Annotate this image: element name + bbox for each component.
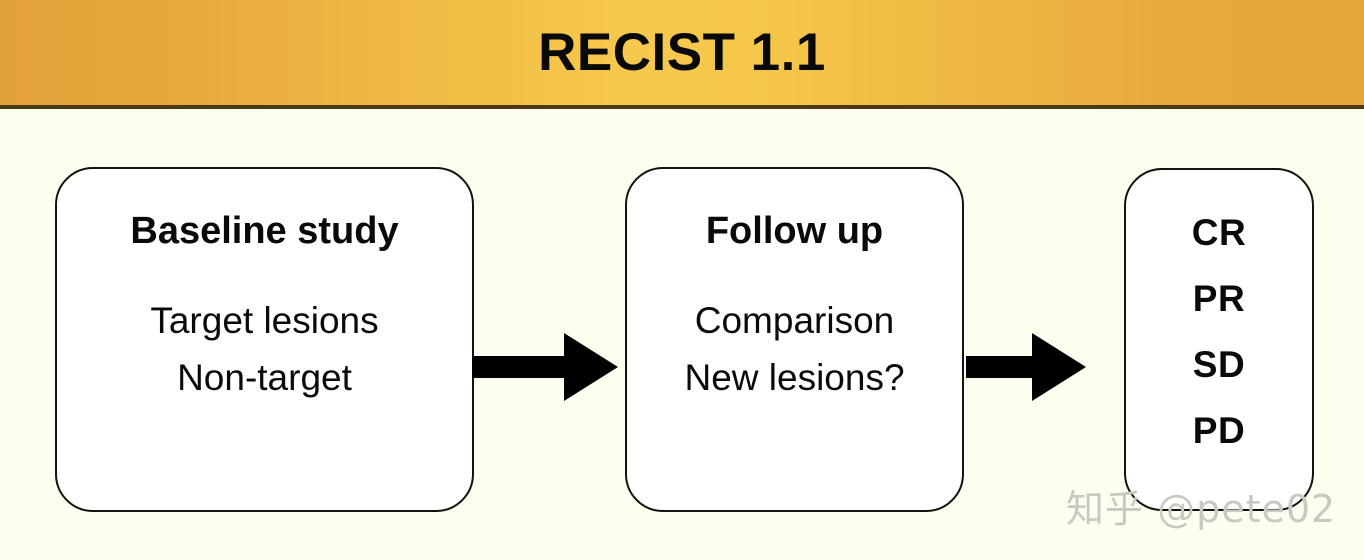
node-line-new-lesions: New lesions? (684, 357, 905, 399)
node-heading-follow-up: Follow up (705, 210, 884, 252)
node-line-target-lesions: Target lesions (150, 299, 379, 341)
arrow-right-icon-followup-to-response (966, 329, 1086, 405)
node-line-non-target: Non-target (177, 357, 352, 399)
flow-node-baseline-study[interactable]: Baseline study Target lesions Non-target (55, 167, 474, 512)
node-heading-baseline-study: Baseline study (130, 210, 399, 252)
response-category-pr: PR (1192, 278, 1246, 319)
response-category-cr: CR (1191, 212, 1247, 253)
node-line-comparison: Comparison (694, 299, 895, 341)
node-body-follow-up: Comparison New lesions? (684, 299, 904, 400)
response-category-sd: SD (1192, 344, 1246, 385)
flow-node-response-categories[interactable]: CR PR SD PD (1124, 168, 1314, 511)
diagram-canvas: Baseline study Target lesions Non-target… (0, 113, 1364, 560)
node-body-baseline-study: Target lesions Non-target (150, 299, 378, 400)
response-category-list: CR PR SD PD (1192, 214, 1246, 449)
flow-node-follow-up[interactable]: Follow up Comparison New lesions? (625, 167, 964, 512)
arrow-right-icon-baseline-to-followup (472, 329, 618, 405)
response-category-pd: PD (1192, 410, 1246, 451)
page-header: RECIST 1.1 (0, 0, 1364, 109)
page-title: RECIST 1.1 (538, 23, 826, 82)
